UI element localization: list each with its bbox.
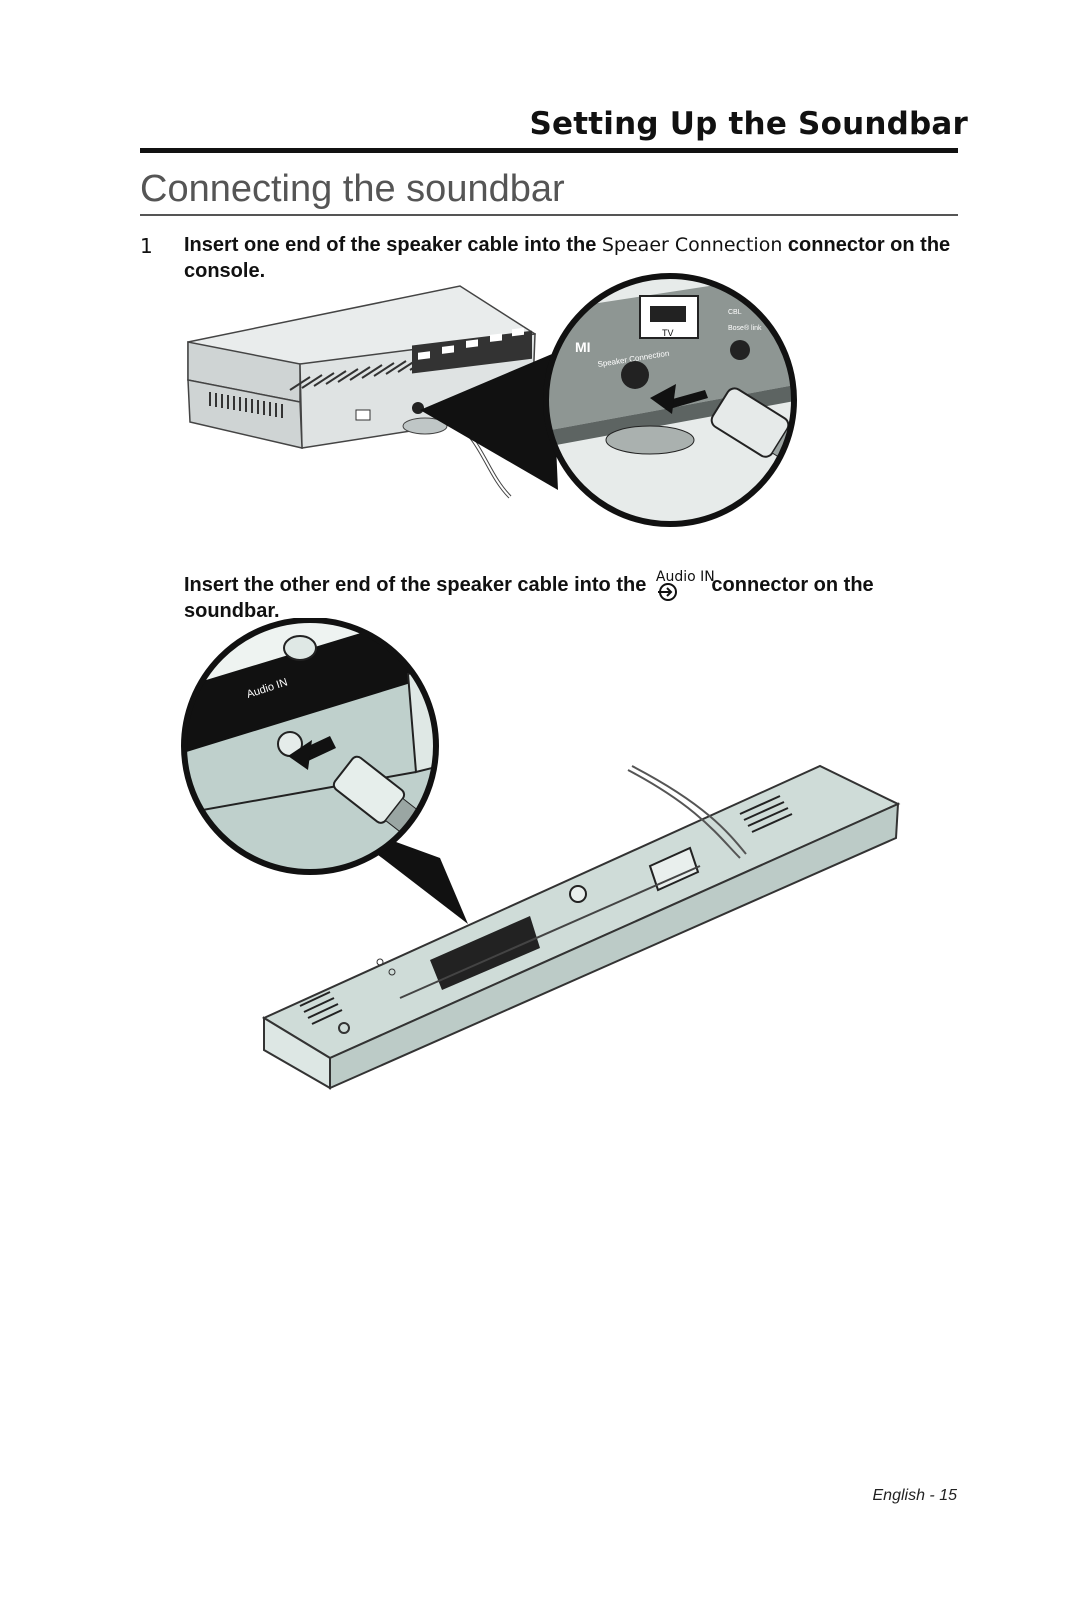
speaker-connection-label: Speaer Connection [601, 234, 783, 256]
step-1-text-after: connector on the console. [184, 234, 951, 282]
zoom-circle-2 [181, 618, 439, 875]
svg-text:MI: MI [575, 339, 591, 355]
section-title: Connecting the soundbar [140, 168, 565, 210]
console-illustration: TV MI Speaker Connection CBL Bose® link [187, 273, 797, 527]
zoom-cone [420, 354, 558, 490]
svg-text:Bose® link: Bose® link [728, 324, 762, 332]
soundbar-zoom-detail: Audio IN [184, 620, 436, 872]
step-number: 1 [140, 234, 153, 258]
step-1-text: Insert one end of the speaker cable into… [184, 232, 964, 284]
audio-in-symbol: Audio IN [652, 569, 715, 601]
chapter-title: Setting Up the Soundbar [529, 106, 968, 142]
page-footer: English - 15 [872, 1487, 958, 1504]
svg-text:TV: TV [662, 328, 674, 338]
audio-in-icon [657, 583, 677, 601]
step-2-text-after: connector on the soundbar. [184, 574, 874, 622]
console-zoom-detail: TV MI Speaker Connection CBL Bose® link [546, 276, 794, 524]
step-1-text-before: Insert one end of the speaker cable into… [184, 234, 602, 256]
step-2-text-before: Insert the other end of the speaker cabl… [184, 574, 652, 596]
audio-in-label: Audio IN [655, 569, 715, 585]
zoom-circle-1 [543, 273, 797, 527]
svg-text:CBL: CBL [728, 309, 742, 316]
chapter-rule [140, 148, 958, 153]
soundbar-body [261, 764, 901, 1090]
soundbar-illustration: Audio IN [181, 618, 901, 1090]
section-rule [140, 214, 958, 216]
step-2-text: Insert the other end of the speaker cabl… [184, 569, 964, 624]
